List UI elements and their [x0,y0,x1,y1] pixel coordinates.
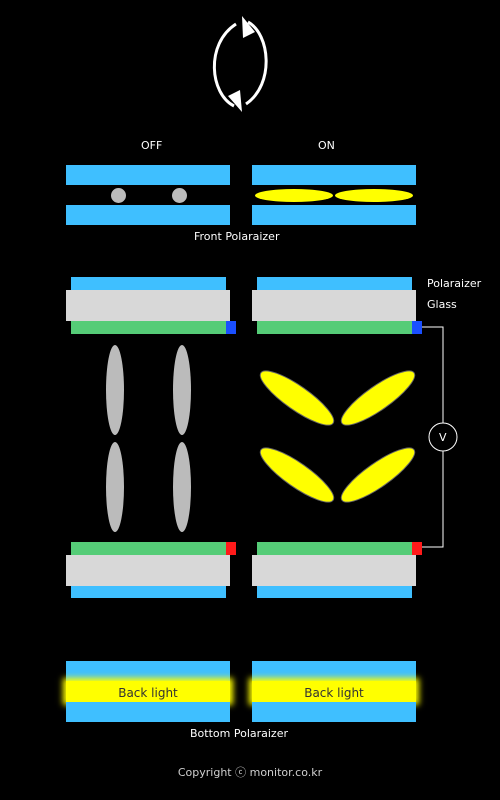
backlight-label: Back light [304,686,364,700]
front-polarizer-on-bottom [252,205,416,225]
polarizer-top-on [257,277,412,290]
rotate-arrows-icon [212,16,268,112]
copyright-text: Copyright ⓒ monitor.co.kr [177,766,323,779]
crystal-flat [335,189,413,202]
electrode-top-on [257,321,412,334]
crystals-on [259,370,416,503]
polarizer-label: Polaraizer [427,277,482,290]
electrode-top-off [71,321,226,334]
front-polarizer-off-bottom [66,205,230,225]
bottom-polarizer-on-bottom [252,702,416,722]
crystal-dot [172,188,187,203]
bottom-polarizer-off-top [66,661,230,681]
polarizer-bottom-on [257,586,412,598]
off-label: OFF [141,139,163,152]
glass-top-on [252,290,416,321]
front-polarizer-label: Front Polaraizer [194,230,280,243]
front-polarizer-on-top [252,165,416,185]
backlight-label: Back light [118,686,178,700]
crystals-off [106,345,191,532]
crystal-dot [111,188,126,203]
bottom-polarizer-off-bottom [66,702,230,722]
contact-top-off [226,321,236,334]
glass-bottom-off [66,555,230,586]
glass-label: Glass [427,298,457,311]
bottom-polarizer-on-top [252,661,416,681]
voltage-label: V [439,431,447,444]
on-label: ON [318,139,335,152]
contact-bottom-on [412,542,422,555]
polarizer-bottom-off [71,586,226,598]
crystal-flat [255,189,333,202]
contact-bottom-off [226,542,236,555]
electrode-bottom-on [257,542,412,555]
polarizer-top-off [71,277,226,290]
bottom-polarizer-label: Bottom Polaraizer [190,727,288,740]
front-polarizer-off-top [66,165,230,185]
circuit-wire [422,326,458,548]
electrode-bottom-off [71,542,226,555]
backlight-off: Back light [66,681,230,702]
backlight-on: Back light [252,681,416,702]
glass-bottom-on [252,555,416,586]
glass-top-off [66,290,230,321]
contact-top-on [412,321,422,334]
